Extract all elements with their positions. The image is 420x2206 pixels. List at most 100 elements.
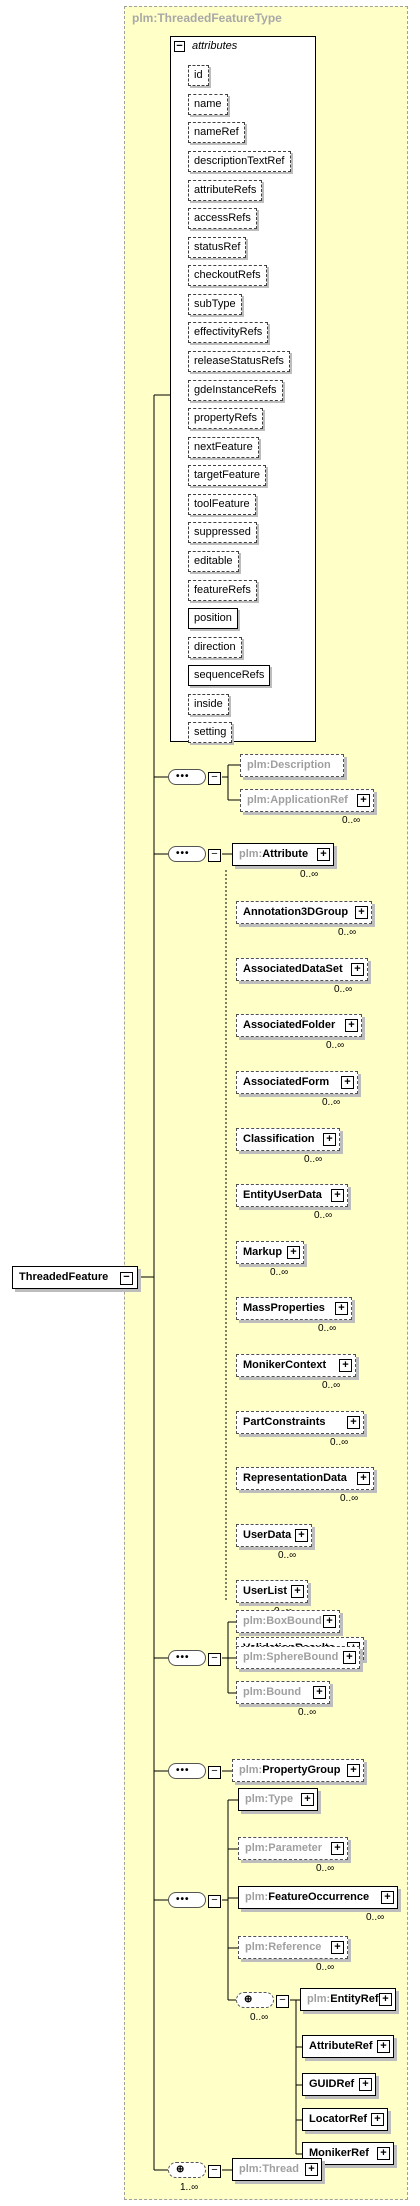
element-parameter[interactable]: plm:Parameter+	[238, 1837, 348, 1860]
sequence-compositor[interactable]: •••−	[168, 769, 221, 785]
element-annotation3dgroup[interactable]: Annotation3DGroup+	[236, 901, 372, 924]
element-type[interactable]: plm:Type+	[238, 1788, 318, 1811]
attribute-nameref[interactable]: nameRef	[188, 122, 245, 143]
element-applicationref[interactable]: plm:ApplicationRef+	[240, 789, 374, 812]
sequence-compositor[interactable]: •••−	[168, 1763, 221, 1779]
element-description[interactable]: plm:Description	[240, 754, 344, 777]
expand-icon[interactable]: +	[351, 963, 364, 976]
attribute-inside[interactable]: inside	[188, 694, 229, 715]
attribute-subtype[interactable]: subType	[188, 294, 242, 315]
element-associatedform[interactable]: AssociatedForm+	[236, 1071, 358, 1094]
attribute-releasestatusrefs[interactable]: releaseStatusRefs	[188, 351, 290, 372]
expand-icon[interactable]: +	[357, 794, 370, 807]
attribute-effectivityrefs[interactable]: effectivityRefs	[188, 322, 269, 343]
attribute-gdeinstancerefs[interactable]: gdeInstanceRefs	[188, 380, 283, 401]
attribute-id[interactable]: id	[188, 65, 209, 86]
collapse-icon[interactable]: −	[208, 1895, 221, 1908]
element-associatedfolder[interactable]: AssociatedFolder+	[236, 1014, 362, 1037]
element-reference[interactable]: plm:Reference+	[238, 1936, 348, 1959]
element-representationdata[interactable]: RepresentationData+	[236, 1467, 374, 1490]
expand-icon[interactable]: +	[377, 2040, 390, 2053]
expand-icon[interactable]: +	[359, 2078, 372, 2091]
attribute-name[interactable]: name	[188, 94, 228, 115]
expand-icon[interactable]: +	[347, 1764, 360, 1777]
collapse-icon[interactable]: −	[208, 1653, 221, 1666]
element-thread[interactable]: plm:Thread+	[232, 2158, 322, 2181]
sequence-compositor[interactable]: •••−	[168, 1892, 221, 1908]
expand-icon[interactable]: +	[341, 1076, 354, 1089]
element-monikercontext[interactable]: MonikerContext+	[236, 1354, 356, 1377]
element-attributeref[interactable]: AttributeRef+	[302, 2035, 394, 2058]
element-featureoccurrence[interactable]: plm:FeatureOccurrence+	[238, 1886, 398, 1909]
attribute-statusref[interactable]: statusRef	[188, 237, 247, 258]
element-boxbound[interactable]: plm:BoxBound+	[236, 1610, 340, 1633]
sequence-compositor[interactable]: •••−	[168, 1650, 221, 1666]
attribute-editable[interactable]: editable	[188, 551, 239, 572]
expand-icon[interactable]: +	[287, 1246, 300, 1259]
attribute-checkoutrefs[interactable]: checkoutRefs	[188, 265, 267, 286]
element-bound[interactable]: plm:Bound+	[236, 1681, 330, 1704]
expand-icon[interactable]: +	[371, 2113, 384, 2126]
expand-icon[interactable]: +	[343, 1651, 356, 1664]
attribute-targetfeature[interactable]: targetFeature	[188, 465, 267, 486]
sequence-compositor[interactable]: •••−	[168, 846, 221, 862]
attribute-propertyrefs[interactable]: propertyRefs	[188, 408, 263, 429]
collapse-icon[interactable]: −	[208, 2165, 221, 2178]
collapse-icon[interactable]: −	[208, 772, 221, 785]
element-userdata[interactable]: UserData+	[236, 1524, 312, 1547]
expand-icon[interactable]: +	[305, 2163, 318, 2176]
expand-icon[interactable]: +	[377, 2147, 390, 2160]
expand-icon[interactable]: +	[335, 1302, 348, 1315]
element-classification[interactable]: Classification+	[236, 1128, 340, 1151]
element-entityuserdata[interactable]: EntityUserData+	[236, 1184, 348, 1207]
expand-icon[interactable]: +	[291, 1585, 304, 1598]
element-propertygroup[interactable]: plm:PropertyGroup+	[232, 1759, 364, 1782]
element-entityref[interactable]: plm:EntityRef+	[300, 1988, 396, 2011]
attribute-accessrefs[interactable]: accessRefs	[188, 208, 257, 229]
expand-icon[interactable]: +	[331, 1189, 344, 1202]
expand-icon[interactable]: +	[357, 1472, 370, 1485]
expand-icon[interactable]: +	[323, 1615, 336, 1628]
attribute-setting[interactable]: setting	[188, 722, 233, 743]
expand-icon[interactable]: +	[301, 1793, 314, 1806]
expand-icon[interactable]: +	[379, 1993, 392, 2006]
element-attribute[interactable]: plm:Attribute+	[232, 843, 334, 866]
attribute-position[interactable]: position	[188, 608, 238, 629]
element-monikerref[interactable]: MonikerRef+	[302, 2142, 394, 2165]
attribute-sequencerefs[interactable]: sequenceRefs	[188, 665, 271, 686]
element-partconstraints[interactable]: PartConstraints+	[236, 1411, 364, 1434]
attribute-direction[interactable]: direction	[188, 637, 242, 658]
choice-compositor[interactable]: ⊕−	[236, 1992, 289, 2008]
collapse-icon[interactable]: −	[208, 849, 221, 862]
expand-icon[interactable]: +	[345, 1019, 358, 1032]
element-massproperties[interactable]: MassProperties+	[236, 1297, 352, 1320]
choice-compositor[interactable]: ⊕−	[168, 2162, 221, 2178]
expand-icon[interactable]: +	[355, 906, 368, 919]
collapse-icon[interactable]: −	[120, 1272, 133, 1285]
expand-icon[interactable]: +	[295, 1529, 308, 1542]
expand-icon[interactable]: +	[381, 1891, 394, 1904]
element-associateddataset[interactable]: AssociatedDataSet+	[236, 958, 368, 981]
attribute-toolfeature[interactable]: toolFeature	[188, 494, 256, 515]
attribute-descriptiontextref[interactable]: descriptionTextRef	[188, 151, 291, 172]
expand-icon[interactable]: +	[347, 1416, 360, 1429]
collapse-icon[interactable]: −	[276, 1995, 289, 2008]
attribute-nextfeature[interactable]: nextFeature	[188, 437, 259, 458]
attribute-attributerefs[interactable]: attributeRefs	[188, 180, 263, 201]
collapse-icon[interactable]: −	[208, 1766, 221, 1779]
element-userlist[interactable]: UserList+	[236, 1580, 308, 1603]
expand-icon[interactable]: +	[331, 1842, 344, 1855]
collapse-icon[interactable]: −	[174, 41, 185, 52]
element-markup[interactable]: Markup+	[236, 1241, 304, 1264]
expand-icon[interactable]: +	[323, 1133, 336, 1146]
root-element-threadedfeature[interactable]: ThreadedFeature −	[12, 1266, 138, 1289]
expand-icon[interactable]: +	[313, 1686, 326, 1699]
expand-icon[interactable]: +	[317, 848, 330, 861]
expand-icon[interactable]: +	[339, 1359, 352, 1372]
expand-icon[interactable]: +	[331, 1941, 344, 1954]
attribute-suppressed[interactable]: suppressed	[188, 522, 257, 543]
element-guidref[interactable]: GUIDRef+	[302, 2073, 376, 2096]
element-spherebound[interactable]: plm:SphereBound+	[236, 1646, 360, 1669]
element-locatorref[interactable]: LocatorRef+	[302, 2108, 388, 2131]
attribute-featurerefs[interactable]: featureRefs	[188, 580, 257, 601]
